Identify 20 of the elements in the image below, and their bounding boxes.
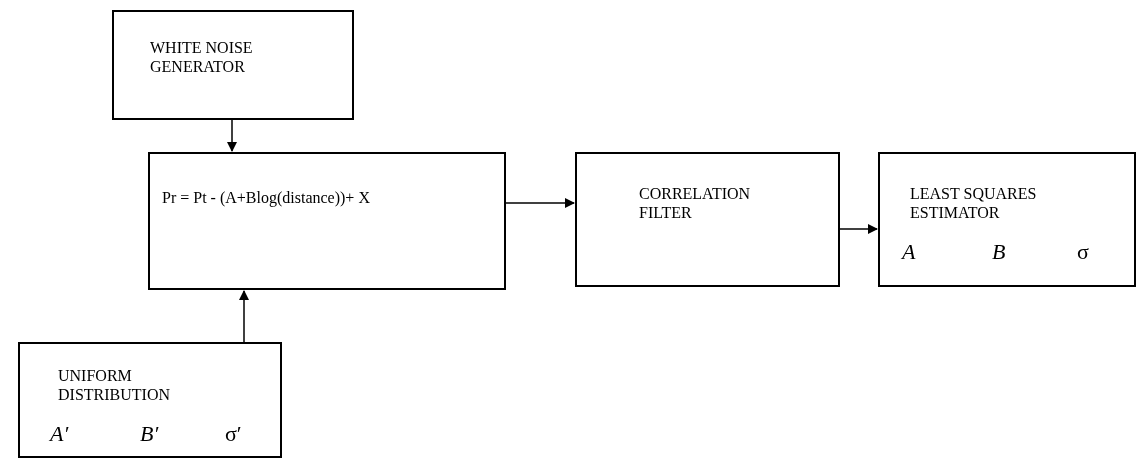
process-box	[148, 152, 506, 290]
process-box	[112, 10, 354, 120]
process-box	[575, 152, 840, 287]
parameter-symbol: A′	[50, 422, 69, 446]
parameter-symbol: B	[992, 240, 1006, 264]
box-label: Pr = Pt - (A+Blog(distance))+ X	[162, 188, 371, 207]
parameter-symbol: σ	[1077, 240, 1089, 264]
box-label: UNIFORM DISTRIBUTION	[58, 366, 171, 404]
process-box	[878, 152, 1136, 287]
box-label: CORRELATION FILTER	[639, 184, 752, 222]
process-box	[18, 342, 282, 458]
box-label: WHITE NOISE GENERATOR	[150, 38, 254, 76]
arrow	[839, 224, 878, 234]
box-label: LEAST SQUARES ESTIMATOR	[910, 184, 1038, 222]
parameter-symbol: σ′	[225, 422, 242, 446]
arrow	[505, 198, 575, 208]
arrow	[239, 290, 249, 343]
parameter-symbol: B′	[140, 422, 159, 446]
arrow	[227, 119, 237, 152]
parameter-symbol: A	[902, 240, 916, 264]
